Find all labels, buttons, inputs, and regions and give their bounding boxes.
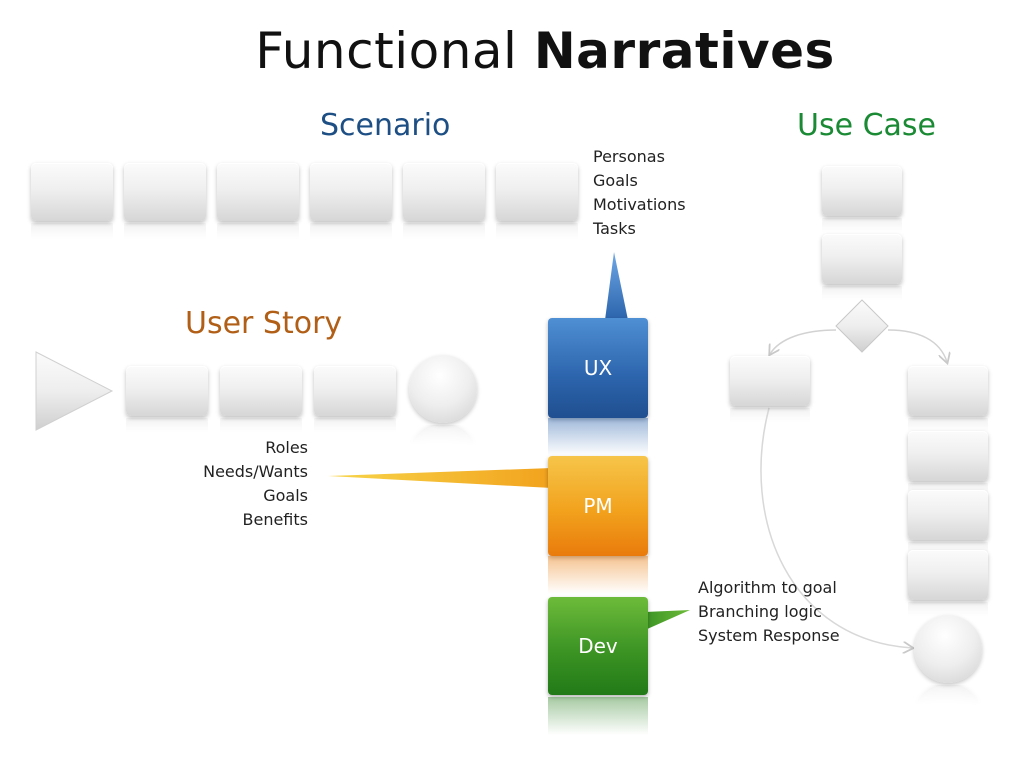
use-case-branch-right-2: [908, 431, 988, 481]
branch-left-arrow: [770, 329, 837, 354]
scenario-step-2: [124, 163, 206, 221]
user-story-step-3: [314, 366, 396, 416]
scenario-step-4: [310, 163, 392, 221]
pm-block: PM: [548, 456, 648, 556]
use-case-branch-left: [730, 356, 810, 406]
scenario-step-1: [31, 163, 113, 221]
title-bold: Narratives: [533, 22, 835, 80]
user-story-end-circle: [409, 355, 477, 423]
pm-note-item: Needs/Wants: [203, 462, 308, 481]
title-light: Functional: [255, 22, 518, 80]
user-story-step-1: [126, 366, 208, 416]
scenario-step-3: [217, 163, 299, 221]
dev-note-item: Algorithm to goal: [698, 578, 837, 597]
use-case-branch-right-3: [908, 490, 988, 540]
pm-reflection: [548, 556, 648, 594]
dev-label: Dev: [578, 634, 618, 658]
ux-notes: Personas Goals Motivations Tasks: [593, 145, 686, 241]
pm-note-item: Goals: [263, 486, 308, 505]
scenario-heading: Scenario: [320, 108, 451, 143]
scenario-step-5: [403, 163, 485, 221]
user-story-step-2: [220, 366, 302, 416]
pm-label: PM: [583, 494, 613, 518]
ux-block: UX: [548, 318, 648, 418]
user-story-start-triangle: [35, 351, 114, 431]
ux-callout-pointer: [605, 252, 628, 320]
dev-reflection: [548, 697, 648, 735]
use-case-step-1: [822, 166, 902, 216]
dev-callout-pointer: [645, 610, 690, 630]
decision-diamond: [835, 299, 889, 353]
use-case-heading: Use Case: [797, 108, 936, 143]
dev-notes: Algorithm to goal Branching logic System…: [698, 576, 840, 648]
pm-notes: Roles Needs/Wants Goals Benefits: [150, 436, 308, 532]
page-title: Functional Narratives: [0, 22, 1024, 80]
dev-note-item: System Response: [698, 626, 840, 645]
ux-reflection: [548, 418, 648, 456]
ux-note-item: Tasks: [593, 219, 636, 238]
dev-block: Dev: [548, 597, 648, 695]
pm-callout-pointer: [328, 468, 552, 488]
scenario-step-6: [496, 163, 578, 221]
ux-label: UX: [583, 356, 613, 380]
use-case-branch-right-1: [908, 366, 988, 416]
use-case-branch-right-4: [908, 550, 988, 600]
pm-note-item: Benefits: [242, 510, 309, 529]
pm-note-item: Roles: [265, 438, 308, 457]
branch-right-arrow: [887, 329, 947, 362]
ux-note-item: Goals: [593, 171, 638, 190]
use-case-step-2: [822, 234, 902, 284]
ux-note-item: Motivations: [593, 195, 686, 214]
ux-note-item: Personas: [593, 147, 665, 166]
use-case-end-circle: [914, 615, 982, 683]
user-story-heading: User Story: [185, 306, 343, 341]
loop-back-arrow: [760, 407, 912, 648]
dev-note-item: Branching logic: [698, 602, 822, 621]
